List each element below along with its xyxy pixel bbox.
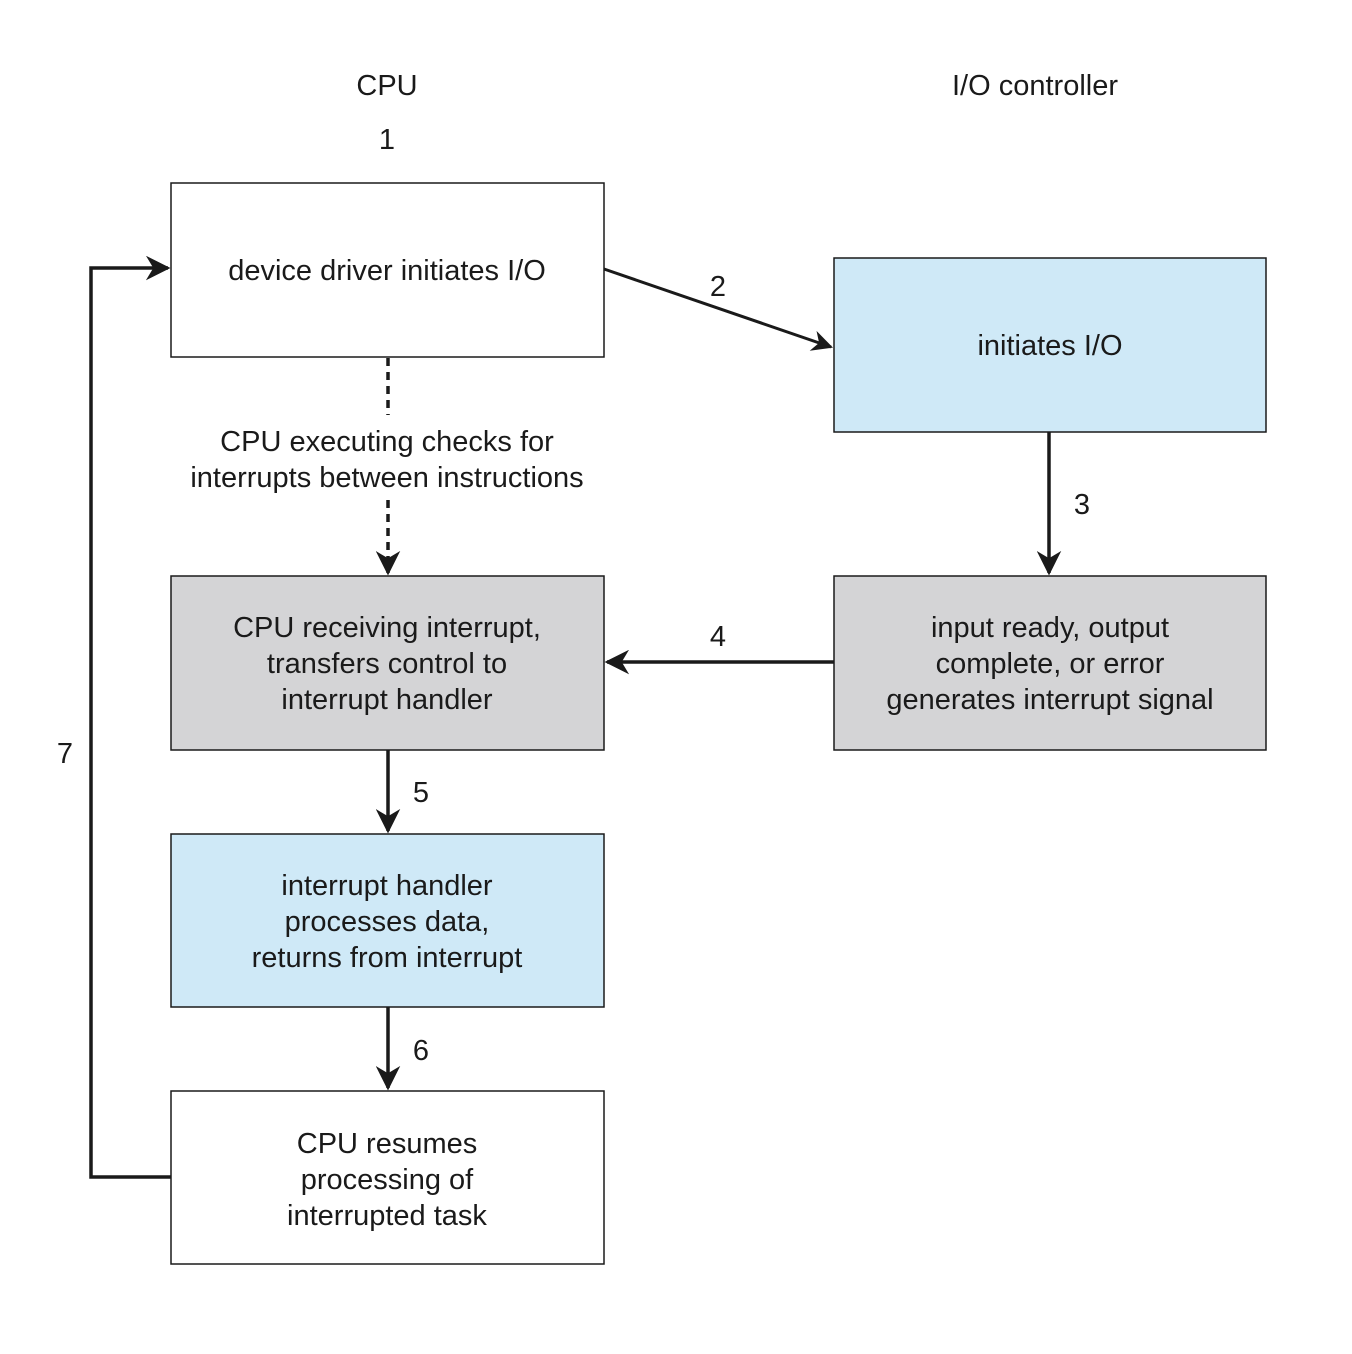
handler-processes-line-2: processes data,: [285, 906, 490, 938]
input-ready-line-2: complete, or error: [936, 648, 1165, 680]
cpu-resumes-box: CPU resumes processing of interrupted ta…: [170, 1090, 605, 1265]
cpu-resumes-line-2: processing of: [301, 1164, 474, 1196]
arrow-7: [89, 255, 171, 1179]
step-7-label: 7: [57, 738, 73, 770]
cpu-receiving-line-1: CPU receiving interrupt,: [233, 612, 541, 644]
cpu-receiving-box: CPU receiving interrupt, transfers contr…: [170, 575, 605, 751]
cpu-resumes-line-1: CPU resumes: [297, 1128, 478, 1160]
cpu-receiving-rect: [170, 575, 605, 751]
cpu-receiving-line-2: transfers control to: [267, 648, 507, 680]
arrow-2: [603, 267, 833, 351]
step-5-label: 5: [413, 777, 429, 809]
step-1-label: 1: [379, 124, 395, 156]
cpu-resumes-line-3: interrupted task: [287, 1200, 487, 1232]
device-driver-text: device driver initiates I/O: [228, 255, 546, 287]
step-6-label: 6: [413, 1035, 429, 1067]
handler-processes-box: interrupt handler processes data, return…: [170, 833, 605, 1008]
cpu-checking-line-2: interrupts between instructions: [190, 462, 583, 494]
device-driver-rect: [170, 182, 605, 358]
io-initiates-rect: [833, 257, 1267, 433]
io-initiates-text: initiates I/O: [977, 330, 1122, 362]
input-ready-rect: [833, 575, 1267, 751]
cpu-header: CPU: [356, 70, 417, 102]
handler-processes-line-1: interrupt handler: [281, 870, 493, 902]
handler-processes-line-3: returns from interrupt: [252, 942, 523, 974]
input-ready-line-3: generates interrupt signal: [886, 684, 1213, 716]
io-initiates-box: initiates I/O: [833, 257, 1267, 433]
device-driver-box: device driver initiates I/O: [170, 182, 605, 358]
cpu-checking-line-1: CPU executing checks for: [220, 426, 554, 458]
step-3-label: 3: [1074, 489, 1090, 521]
io-controller-header: I/O controller: [952, 70, 1118, 102]
handler-processes-rect: [170, 833, 605, 1008]
cpu-receiving-line-3: interrupt handler: [281, 684, 493, 716]
cpu-resumes-rect: [170, 1090, 605, 1265]
input-ready-line-1: input ready, output: [931, 612, 1169, 644]
step-2-label: 2: [710, 271, 726, 303]
input-ready-box: input ready, output complete, or error g…: [833, 575, 1267, 751]
step-4-label: 4: [710, 621, 726, 653]
